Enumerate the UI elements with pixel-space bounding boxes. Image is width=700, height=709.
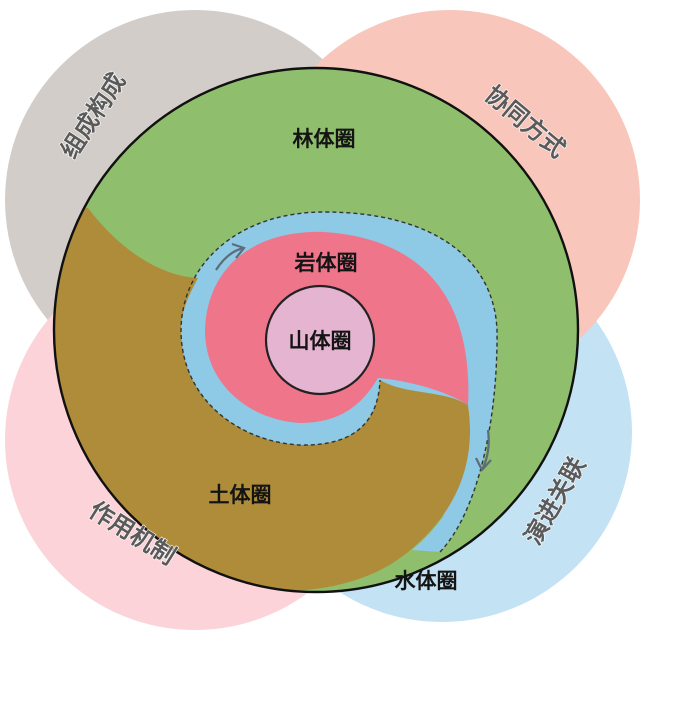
outer-sphere-boundary	[52, 66, 580, 594]
mountain-sphere-label: 山体圈	[289, 329, 352, 353]
flow-arrow-top-icon	[215, 246, 245, 271]
forest-sphere-label: 林体圈	[293, 127, 356, 151]
soil-sphere-label: 土体圈	[209, 483, 272, 507]
flow-arrowhead-top-icon	[231, 242, 246, 259]
soil-sphere-region	[54, 208, 470, 592]
rock-sphere-label: 岩体圈	[294, 251, 358, 275]
water-band-dashed-edge	[180, 211, 498, 553]
flow-arrowhead-right-icon	[475, 457, 492, 472]
water-sphere-lower-band	[412, 405, 478, 552]
mountain-sphere-core	[264, 284, 376, 396]
water-sphere-label: 水体圈	[395, 569, 458, 593]
